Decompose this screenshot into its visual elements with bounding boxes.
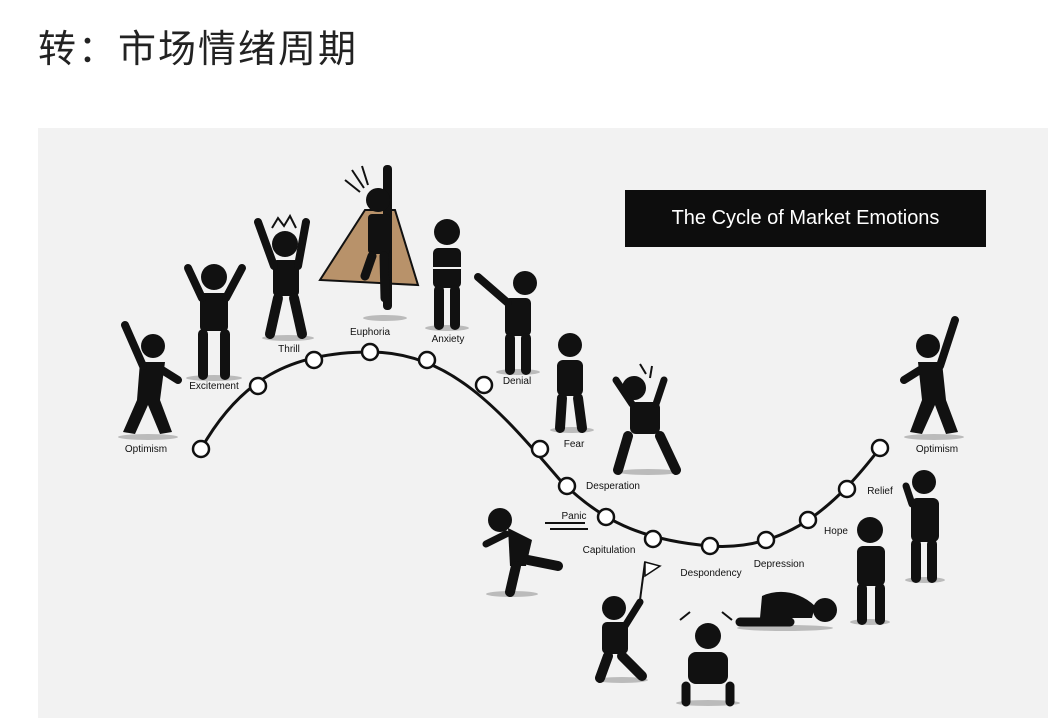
stage-label-anxiety: Anxiety — [432, 334, 465, 345]
figure-anxiety — [425, 219, 469, 331]
stage-node — [798, 510, 818, 530]
cycle-curve — [199, 350, 882, 548]
figure-despondency — [676, 611, 740, 707]
stage-node — [700, 536, 720, 556]
figure-euphoria — [318, 165, 420, 321]
figure-capitulation — [595, 561, 662, 683]
stage-label-hope: Hope — [824, 526, 848, 537]
page-title: 转：市场情绪周期 — [38, 27, 359, 71]
stage-node — [474, 375, 494, 395]
stage-label-optimism: Optimism — [125, 444, 167, 455]
panic-speed-lines — [545, 522, 588, 530]
figure-desperation — [612, 363, 681, 475]
stage-node — [837, 479, 857, 499]
stage-label-capitulation: Capitulation — [583, 545, 636, 556]
figure-relief — [902, 470, 945, 583]
stage-label-euphoria: Euphoria — [350, 327, 390, 338]
stage-node — [191, 439, 211, 459]
stage-label-depression: Depression — [754, 559, 805, 570]
figure-excitement — [184, 264, 246, 381]
figure-optimism — [118, 321, 182, 440]
figure-panic — [482, 508, 563, 597]
stage-node — [304, 350, 324, 370]
diagram-title-banner: The Cycle of Market Emotions — [625, 190, 986, 247]
stage-node — [643, 529, 663, 549]
figure-hope — [850, 517, 890, 625]
stage-node — [557, 476, 577, 496]
stage-node — [248, 376, 268, 396]
figure-optimism-right — [900, 316, 964, 440]
stage-node — [756, 530, 776, 550]
stage-label-excitement: Excitement — [189, 381, 239, 392]
stage-node — [360, 342, 380, 362]
stage-label-thrill: Thrill — [278, 344, 300, 355]
stage-label-relief: Relief — [867, 486, 893, 497]
figure-depression — [735, 591, 837, 631]
figure-fear — [550, 333, 594, 433]
stage-label-optimism: Optimism — [916, 444, 958, 455]
stage-node — [870, 438, 890, 458]
stage-label-fear: Fear — [564, 439, 585, 450]
stage-node — [596, 507, 616, 527]
figure-denial — [474, 271, 540, 375]
stage-label-despondency: Despondency — [680, 568, 741, 579]
stage-label-panic: Panic — [561, 511, 586, 522]
stage-label-desperation: Desperation — [586, 481, 640, 492]
stage-node — [530, 439, 550, 459]
stage-node — [417, 350, 437, 370]
stage-label-denial: Denial — [503, 376, 531, 387]
figure-thrill — [254, 213, 314, 341]
